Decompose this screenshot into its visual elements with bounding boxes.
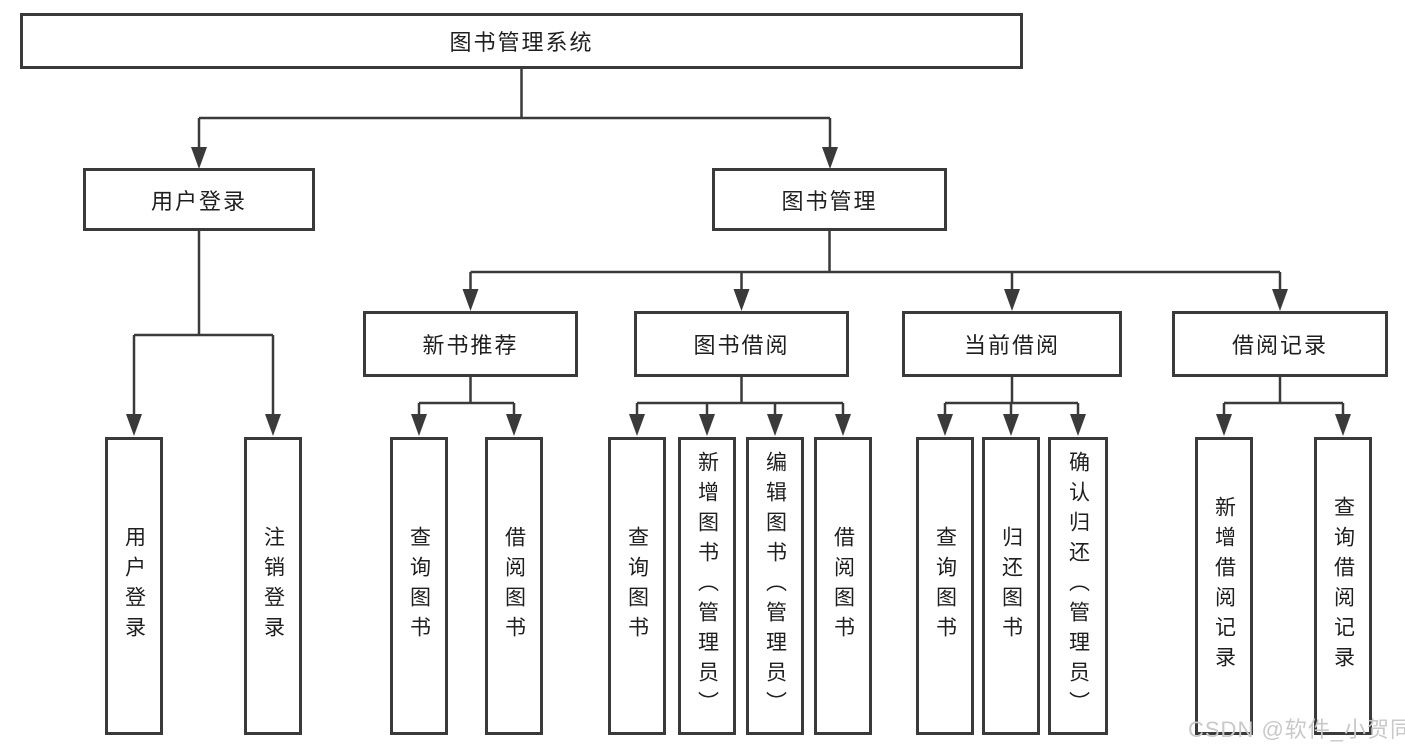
leaf-edit-book-admin-label: 编辑图书（管理员）: [763, 451, 787, 721]
leaf-add-borrow-record-label: 新增借阅记录: [1212, 496, 1236, 676]
leaf-return-book: 归还图书: [982, 437, 1040, 735]
leaf-add-borrow-record: 新增借阅记录: [1195, 437, 1253, 735]
leaf-user-login: 用户登录: [105, 437, 163, 735]
node-borrowing-records-label: 借阅记录: [1231, 333, 1328, 358]
leaf-query-book-recommend: 查询图书: [390, 437, 448, 735]
connector-userlogin-to-leaves: [126, 230, 281, 436]
node-new-book-recommend: 新书推荐: [363, 311, 578, 377]
node-current-borrowing-label: 当前借阅: [963, 333, 1060, 358]
node-book-management-label: 图书管理: [781, 188, 878, 214]
node-book-management: 图书管理: [712, 168, 947, 231]
leaf-return-book-label: 归还图书: [999, 526, 1023, 646]
connector-root-to-level2: [191, 69, 838, 169]
leaf-query-book-recommend-label: 查询图书: [407, 526, 431, 646]
leaf-logout-login-label: 注销登录: [261, 526, 285, 646]
leaf-logout-login: 注销登录: [244, 437, 302, 735]
leaf-query-book-borrowing: 查询图书: [608, 437, 666, 735]
leaf-query-book-current: 查询图书: [916, 437, 974, 735]
connector-currentborrow-to-leaves: [937, 376, 1086, 436]
node-new-book-recommend-label: 新书推荐: [422, 333, 519, 358]
node-book-borrowing-label: 图书借阅: [693, 333, 790, 358]
leaf-borrow-book-borrowing-label: 借阅图书: [831, 526, 855, 646]
node-root: 图书管理系统: [20, 13, 1023, 69]
leaf-confirm-return-admin: 确认归还（管理员）: [1048, 437, 1108, 735]
leaf-add-book-admin: 新增图书（管理员）: [678, 437, 736, 735]
leaf-borrow-book-recommend: 借阅图书: [485, 437, 543, 735]
leaf-borrow-book-recommend-label: 借阅图书: [502, 526, 526, 646]
node-borrowing-records: 借阅记录: [1172, 311, 1388, 377]
leaf-add-book-admin-label: 新增图书（管理员）: [695, 451, 719, 721]
leaf-borrow-book-borrowing: 借阅图书: [814, 437, 872, 735]
connector-bookmgmt-to-level3: [462, 230, 1288, 311]
node-user-login: 用户登录: [83, 168, 315, 231]
node-current-borrowing: 当前借阅: [902, 311, 1122, 377]
leaf-query-borrow-record-label: 查询借阅记录: [1331, 496, 1355, 676]
connector-newbookrec-to-leaves: [411, 376, 522, 436]
node-user-login-label: 用户登录: [150, 188, 247, 214]
leaf-query-book-borrowing-label: 查询图书: [625, 526, 649, 646]
leaf-user-login-label: 用户登录: [122, 526, 146, 646]
leaf-edit-book-admin: 编辑图书（管理员）: [746, 437, 804, 735]
node-book-borrowing: 图书借阅: [634, 311, 849, 377]
connector-bookborrow-to-leaves: [629, 376, 851, 436]
leaf-query-book-current-label: 查询图书: [933, 526, 957, 646]
connector-borrowrecords-to-leaves: [1216, 376, 1351, 436]
csdn-watermark: CSDN @软件_小贺同学: [1188, 717, 1405, 742]
node-root-label: 图书管理系统: [449, 30, 594, 55]
leaf-confirm-return-admin-label: 确认归还（管理员）: [1066, 451, 1090, 721]
leaf-query-borrow-record: 查询借阅记录: [1314, 437, 1372, 735]
